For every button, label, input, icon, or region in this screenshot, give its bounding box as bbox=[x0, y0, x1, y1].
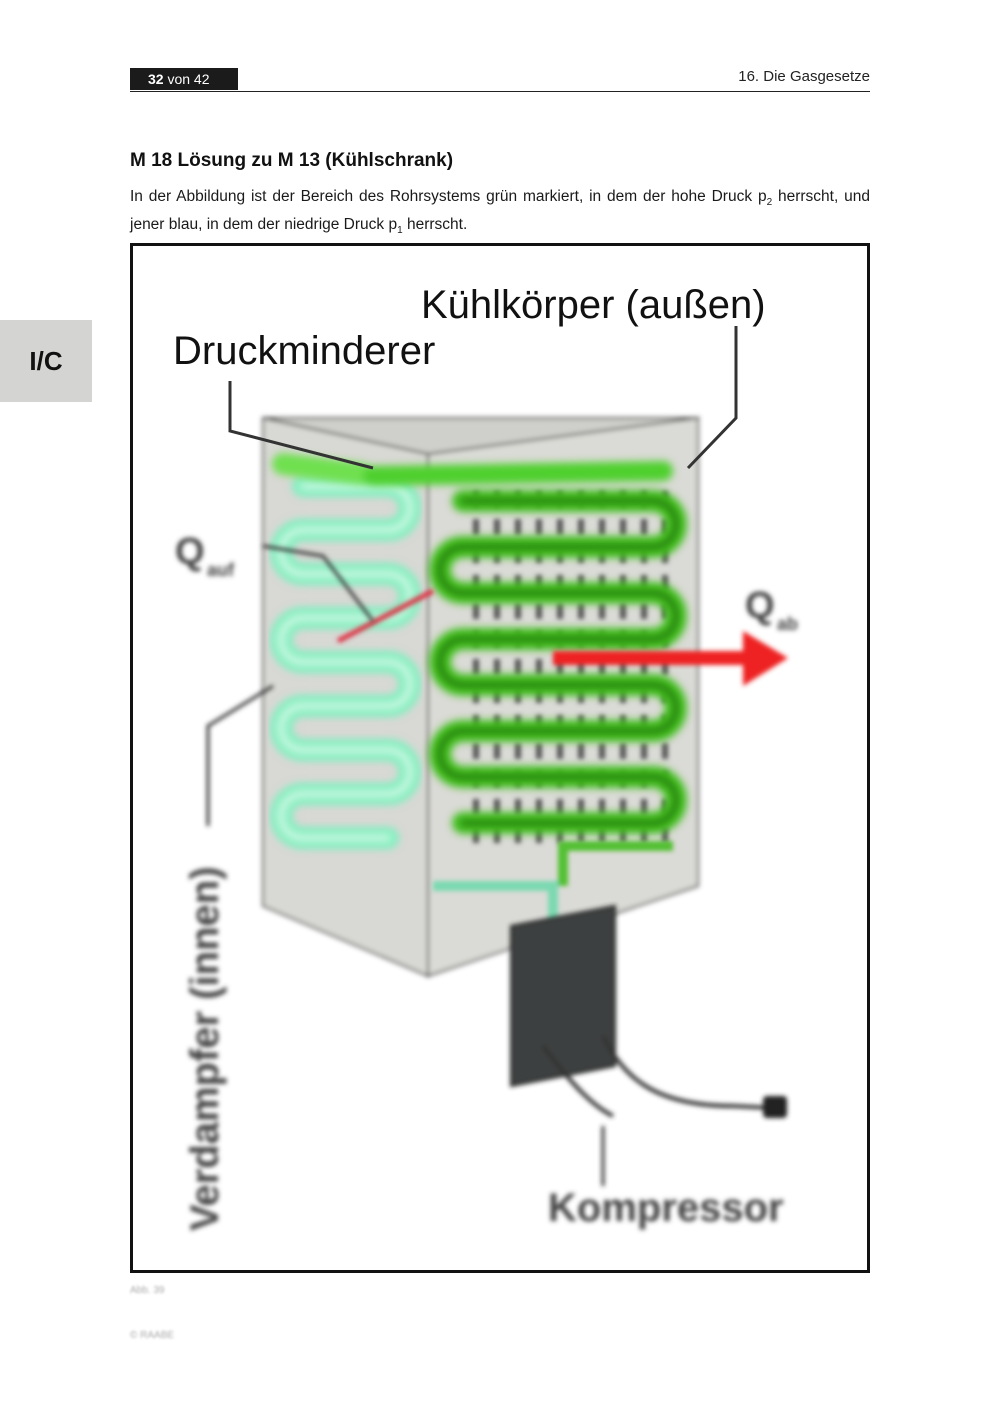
intro-subscript-1: 1 bbox=[397, 225, 403, 237]
copyright-note: © RAABE bbox=[130, 1330, 175, 1341]
label-heatsink: Kühlkörper (außen) bbox=[421, 283, 766, 327]
refrigerator-diagram: Kühlkörper (außen) Druckminderer Q auf Q… bbox=[173, 283, 798, 1231]
evaporator-coil bbox=[270, 475, 421, 849]
page-number: 32 bbox=[148, 71, 164, 87]
section-title: M 18 Lösung zu M 13 (Kühlschrank) bbox=[130, 150, 454, 171]
refrigerator-figure: Kühlkörper (außen) Druckminderer Q auf Q… bbox=[130, 243, 870, 1273]
label-q-out: Q bbox=[745, 585, 775, 627]
page-total: von 42 bbox=[163, 71, 210, 87]
label-evaporator: Verdampfer (innen) bbox=[183, 866, 227, 1231]
intro-text-3: herrscht. bbox=[402, 216, 468, 234]
heat-in-arrow bbox=[336, 588, 435, 644]
label-q-in: Q bbox=[175, 531, 205, 573]
label-compressor: Kompressor bbox=[548, 1186, 784, 1230]
side-tab-label: I/C bbox=[0, 320, 92, 402]
label-pressure-valve: Druckminderer bbox=[173, 329, 435, 373]
heat-out-arrow bbox=[553, 631, 788, 686]
page-header: 32 von 42 16. Die Gasgesetze bbox=[130, 68, 870, 92]
condenser-coil bbox=[272, 453, 687, 834]
leader-lines bbox=[228, 326, 738, 470]
blurred-labels: Q auf Q ab Verdampfer (innen) Kompressor bbox=[175, 531, 798, 1231]
intro-subscript-2: 2 bbox=[766, 197, 773, 209]
label-q-in-sub: auf bbox=[207, 560, 235, 580]
leader-lines-blurred bbox=[206, 544, 605, 1186]
intro-text-2: herrscht, und jener blau, in dem der nie… bbox=[130, 188, 870, 234]
compressor bbox=[510, 904, 787, 1118]
label-q-out-sub: ab bbox=[777, 614, 798, 634]
intro-text-1: In der Abbildung ist der Bereich des Roh… bbox=[130, 188, 767, 205]
intro-paragraph: In der Abbildung ist der Bereich des Roh… bbox=[130, 186, 870, 242]
chapter-title: 16. Die Gasgesetze bbox=[738, 68, 870, 85]
figure-caption: Abb. 39 bbox=[130, 1285, 165, 1296]
page-number-box: 32 von 42 bbox=[130, 68, 238, 90]
